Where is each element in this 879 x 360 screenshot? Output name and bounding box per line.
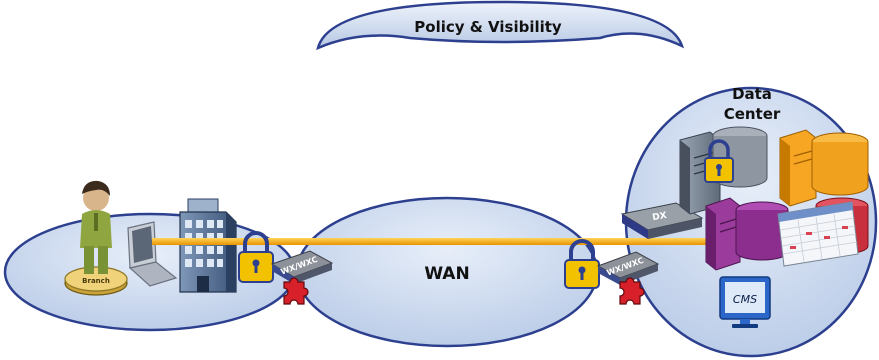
branch-pedestal-label: Branch bbox=[82, 277, 110, 285]
puzzle-piece-icon-datacenter bbox=[619, 277, 645, 305]
cms-label: CMS bbox=[733, 293, 757, 306]
padlock-icon-branch bbox=[238, 231, 274, 283]
wan-label: WAN bbox=[424, 264, 469, 284]
monitor-icon: CMS bbox=[719, 276, 771, 328]
policy-banner: Policy & Visibility bbox=[316, 0, 685, 51]
laptop-icon bbox=[127, 221, 178, 287]
padlock-icon-datacenter-edge bbox=[564, 239, 600, 289]
user-icon: Branch bbox=[64, 180, 128, 296]
padlock-icon-datacenter-server bbox=[704, 139, 734, 183]
dx-label: DX bbox=[652, 211, 668, 223]
policy-banner-label: Policy & Visibility bbox=[414, 18, 562, 36]
server-icon-orange bbox=[779, 129, 869, 207]
wan-accelerator-branch-icon: WX/WXC bbox=[270, 250, 334, 284]
spreadsheet-icon bbox=[777, 201, 859, 267]
data-center-label-line1: Data bbox=[732, 85, 772, 103]
puzzle-piece-icon-branch bbox=[283, 277, 309, 305]
server-icon-purple bbox=[705, 197, 789, 271]
data-center-label-line2: Center bbox=[724, 105, 781, 123]
office-building-icon bbox=[179, 198, 237, 293]
dx-appliance-icon: DX bbox=[620, 202, 704, 239]
